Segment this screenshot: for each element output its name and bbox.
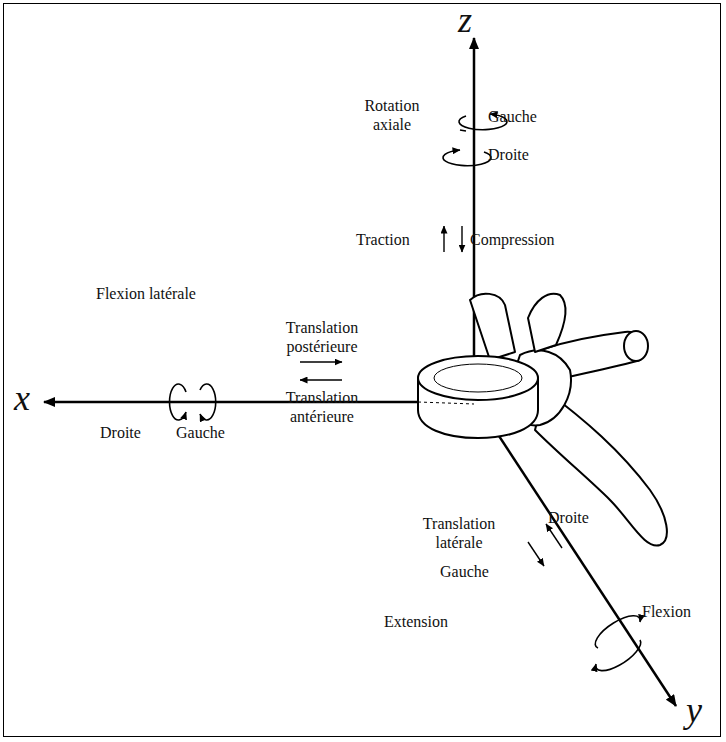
axis-letter-box: z [458, 2, 472, 38]
motion-label: Rotation axiale [364, 97, 419, 133]
direction-label-box: Gauche [488, 107, 537, 126]
motion-label-box: Rotation axiale [352, 96, 432, 134]
direction-label: Droite [548, 509, 589, 526]
motion-label-box: Translation latérale [414, 514, 504, 552]
frame-border [3, 3, 721, 737]
motion-label: Translation antérieure [286, 389, 358, 425]
direction-label-box: Droite [100, 423, 141, 442]
axis-letter-box: y [686, 692, 702, 728]
axis-letter: z [458, 0, 472, 40]
direction-label: Droite [100, 424, 141, 441]
motion-label-box: Translation antérieure [272, 388, 372, 426]
motion-label: Flexion [642, 603, 691, 620]
motion-label: Traction [356, 231, 410, 248]
axis-letter: x [14, 378, 30, 418]
motion-label: Translation latérale [423, 515, 495, 551]
direction-label-box: Droite [548, 508, 589, 527]
motion-label: Extension [384, 613, 448, 630]
direction-label: Gauche [176, 424, 225, 441]
direction-label: Droite [488, 146, 529, 163]
motion-label: Compression [470, 231, 554, 248]
motion-label-box: Flexion [642, 602, 691, 621]
direction-label: Gauche [488, 108, 537, 125]
motion-label-box: Translation postérieure [272, 318, 372, 356]
axis-letter: y [686, 690, 702, 730]
direction-label-box: Droite [488, 145, 529, 164]
direction-label: Gauche [440, 563, 489, 580]
direction-label-box: Gauche [440, 562, 489, 581]
motion-label: Translation postérieure [286, 319, 358, 355]
motion-label: Flexion latérale [96, 285, 196, 302]
axis-letter-box: x [14, 380, 30, 416]
motion-label-box: Traction [356, 230, 410, 249]
motion-label-box: Compression [470, 230, 554, 249]
motion-label-box: Flexion latérale [96, 284, 196, 303]
motion-label-box: Extension [384, 612, 448, 631]
direction-label-box: Gauche [176, 423, 225, 442]
